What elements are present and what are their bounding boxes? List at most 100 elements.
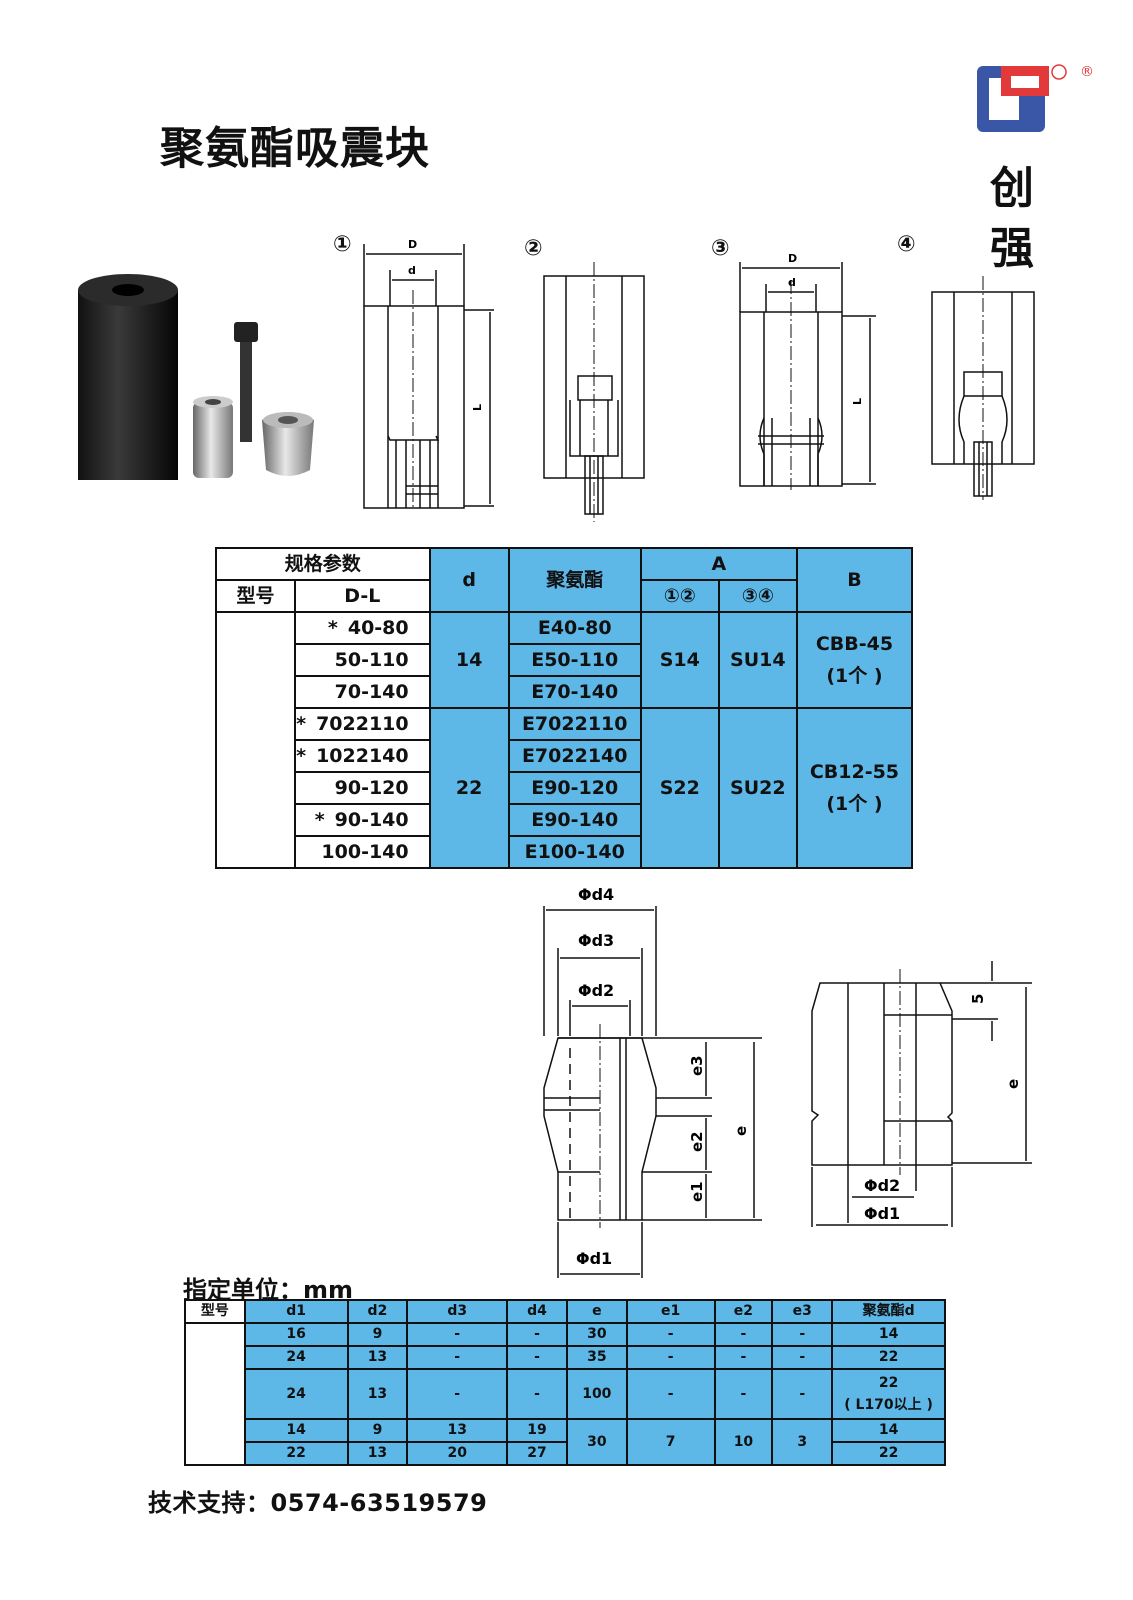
cell: -: [625, 1368, 716, 1420]
star-marker: *: [296, 745, 307, 767]
cell: 100: [565, 1368, 628, 1420]
pu-cell: E90-120: [507, 771, 642, 805]
label-right-d2: Φd2: [864, 1176, 900, 1195]
figure-label-2: ②: [524, 236, 543, 261]
star-marker: *: [314, 809, 325, 831]
tech-support-phone: 技术支持：0574-63519579: [148, 1489, 488, 1517]
table-row: *7022110 22 E7022110 S22 SU22 CB12-55(1个…: [216, 707, 914, 869]
cell: -: [625, 1345, 716, 1370]
pu-cell: E7022110: [507, 707, 642, 741]
cell: -: [506, 1322, 568, 1347]
cell: 13: [346, 1441, 409, 1466]
label-d2: Φd2: [578, 981, 614, 1000]
fig3-d-label: d: [788, 276, 796, 289]
header-dl: D-L: [294, 579, 431, 613]
pu-cell: E90-140: [507, 803, 642, 837]
cell: 10: [713, 1418, 774, 1466]
dim-header-pu-d: 聚氨酯d: [831, 1299, 946, 1324]
b-cell: CB12-55(1个 ): [795, 707, 914, 869]
figure-label-3: ③: [711, 236, 730, 261]
b-cell: CBB-45(1个 ): [795, 611, 914, 709]
fig1-L-label: L: [471, 404, 484, 411]
star-marker: *: [296, 713, 307, 735]
cell: 22: [243, 1441, 349, 1466]
pu-cell: E70-140: [507, 675, 642, 709]
cell: 14: [831, 1322, 946, 1347]
cell: 22: [831, 1441, 946, 1466]
cell: -: [771, 1345, 834, 1370]
table-row: *90-140 E90-140: [216, 803, 912, 837]
d-cell: 22: [428, 707, 510, 869]
dl-cell: *90-140: [294, 803, 431, 837]
cell: 24: [243, 1345, 349, 1370]
cell: 20: [406, 1441, 509, 1466]
cell: -: [506, 1368, 568, 1420]
dl-cell: 70-140: [294, 675, 431, 709]
label-d4: Φd4: [578, 885, 614, 904]
star-marker: *: [327, 617, 338, 639]
figure-2-diagram: [543, 262, 645, 522]
table-row: 22 13 20 27 22: [185, 1441, 946, 1466]
dim-header-d1: d1: [243, 1299, 349, 1324]
cell: 24: [243, 1368, 349, 1420]
figure-label-4: ④: [897, 232, 916, 257]
figure-3-diagram: D d L: [739, 252, 876, 490]
fig3-L-label: L: [851, 398, 864, 405]
cell: 22: [831, 1345, 946, 1370]
model-cell: [214, 611, 297, 869]
product-photo: [78, 274, 314, 480]
dim-header-d3: d3: [406, 1299, 509, 1324]
spec-table: 规格参数 d 聚氨酯 A B 型号 D-L ①② ③④ *40-80 14 E4…: [214, 547, 914, 869]
label-five: 5: [969, 994, 987, 1004]
table-row: *40-80 14 E40-80 S14 SU14 CBB-45(1个 ): [214, 611, 914, 869]
cell: 30: [565, 1418, 628, 1466]
brand-char-2: 强: [990, 223, 1034, 274]
table-row: 100-140 E100-140: [216, 835, 912, 869]
label-e1: e1: [688, 1181, 706, 1202]
dim-header-e: e: [565, 1299, 628, 1324]
dim-header-e3: e3: [771, 1299, 834, 1324]
pu-cell: E7022140: [507, 739, 642, 773]
cell: 14: [243, 1418, 349, 1443]
table-row: *1022140 E7022140: [216, 739, 912, 773]
brand-logo: [977, 64, 1067, 132]
a12-cell: S22: [639, 707, 720, 869]
dl-cell: 50-110: [294, 643, 431, 677]
dl-cell: *1022140: [294, 739, 431, 773]
figure-4-diagram: [931, 276, 1035, 500]
cell: -: [713, 1322, 774, 1347]
dim-header-e1: e1: [625, 1299, 716, 1324]
table-row: 90-120 E90-120: [216, 771, 912, 805]
cell: -: [713, 1345, 774, 1370]
header-model: 型号: [214, 579, 297, 613]
a34-cell: SU14: [717, 611, 798, 709]
cell: 35: [565, 1345, 628, 1370]
label-d3: Φd3: [578, 931, 614, 950]
cell: 13: [346, 1345, 409, 1370]
pu-cell: E50-110: [507, 643, 642, 677]
pu-cell: E40-80: [507, 611, 642, 645]
table-row: 14 9 13 19 30 7 10 3 14: [185, 1418, 946, 1466]
cell: 3: [771, 1418, 834, 1466]
cell: -: [406, 1368, 509, 1420]
cell: 13: [406, 1418, 509, 1443]
cell: 7: [625, 1418, 716, 1466]
cell: -: [771, 1368, 834, 1420]
header-pu: 聚氨酯: [507, 547, 642, 613]
header-d: d: [428, 547, 510, 613]
registered-mark: ®: [1080, 64, 1094, 80]
cell: -: [406, 1322, 509, 1347]
figure-1-diagram: D d L: [363, 238, 494, 509]
dl-cell: *7022110: [294, 707, 431, 741]
a12-cell: S14: [639, 611, 720, 709]
cell: -: [625, 1322, 716, 1347]
fig3-D-label: D: [788, 252, 797, 265]
cell: -: [506, 1345, 568, 1370]
page-title: 聚氨酯吸震块: [160, 123, 430, 174]
cell: 16: [243, 1322, 349, 1347]
figure-label-1: ①: [333, 232, 352, 257]
cell: -: [406, 1345, 509, 1370]
label-e3: e3: [688, 1055, 706, 1076]
dim-header-model: 型号: [184, 1299, 246, 1324]
label-e: e: [732, 1126, 750, 1136]
